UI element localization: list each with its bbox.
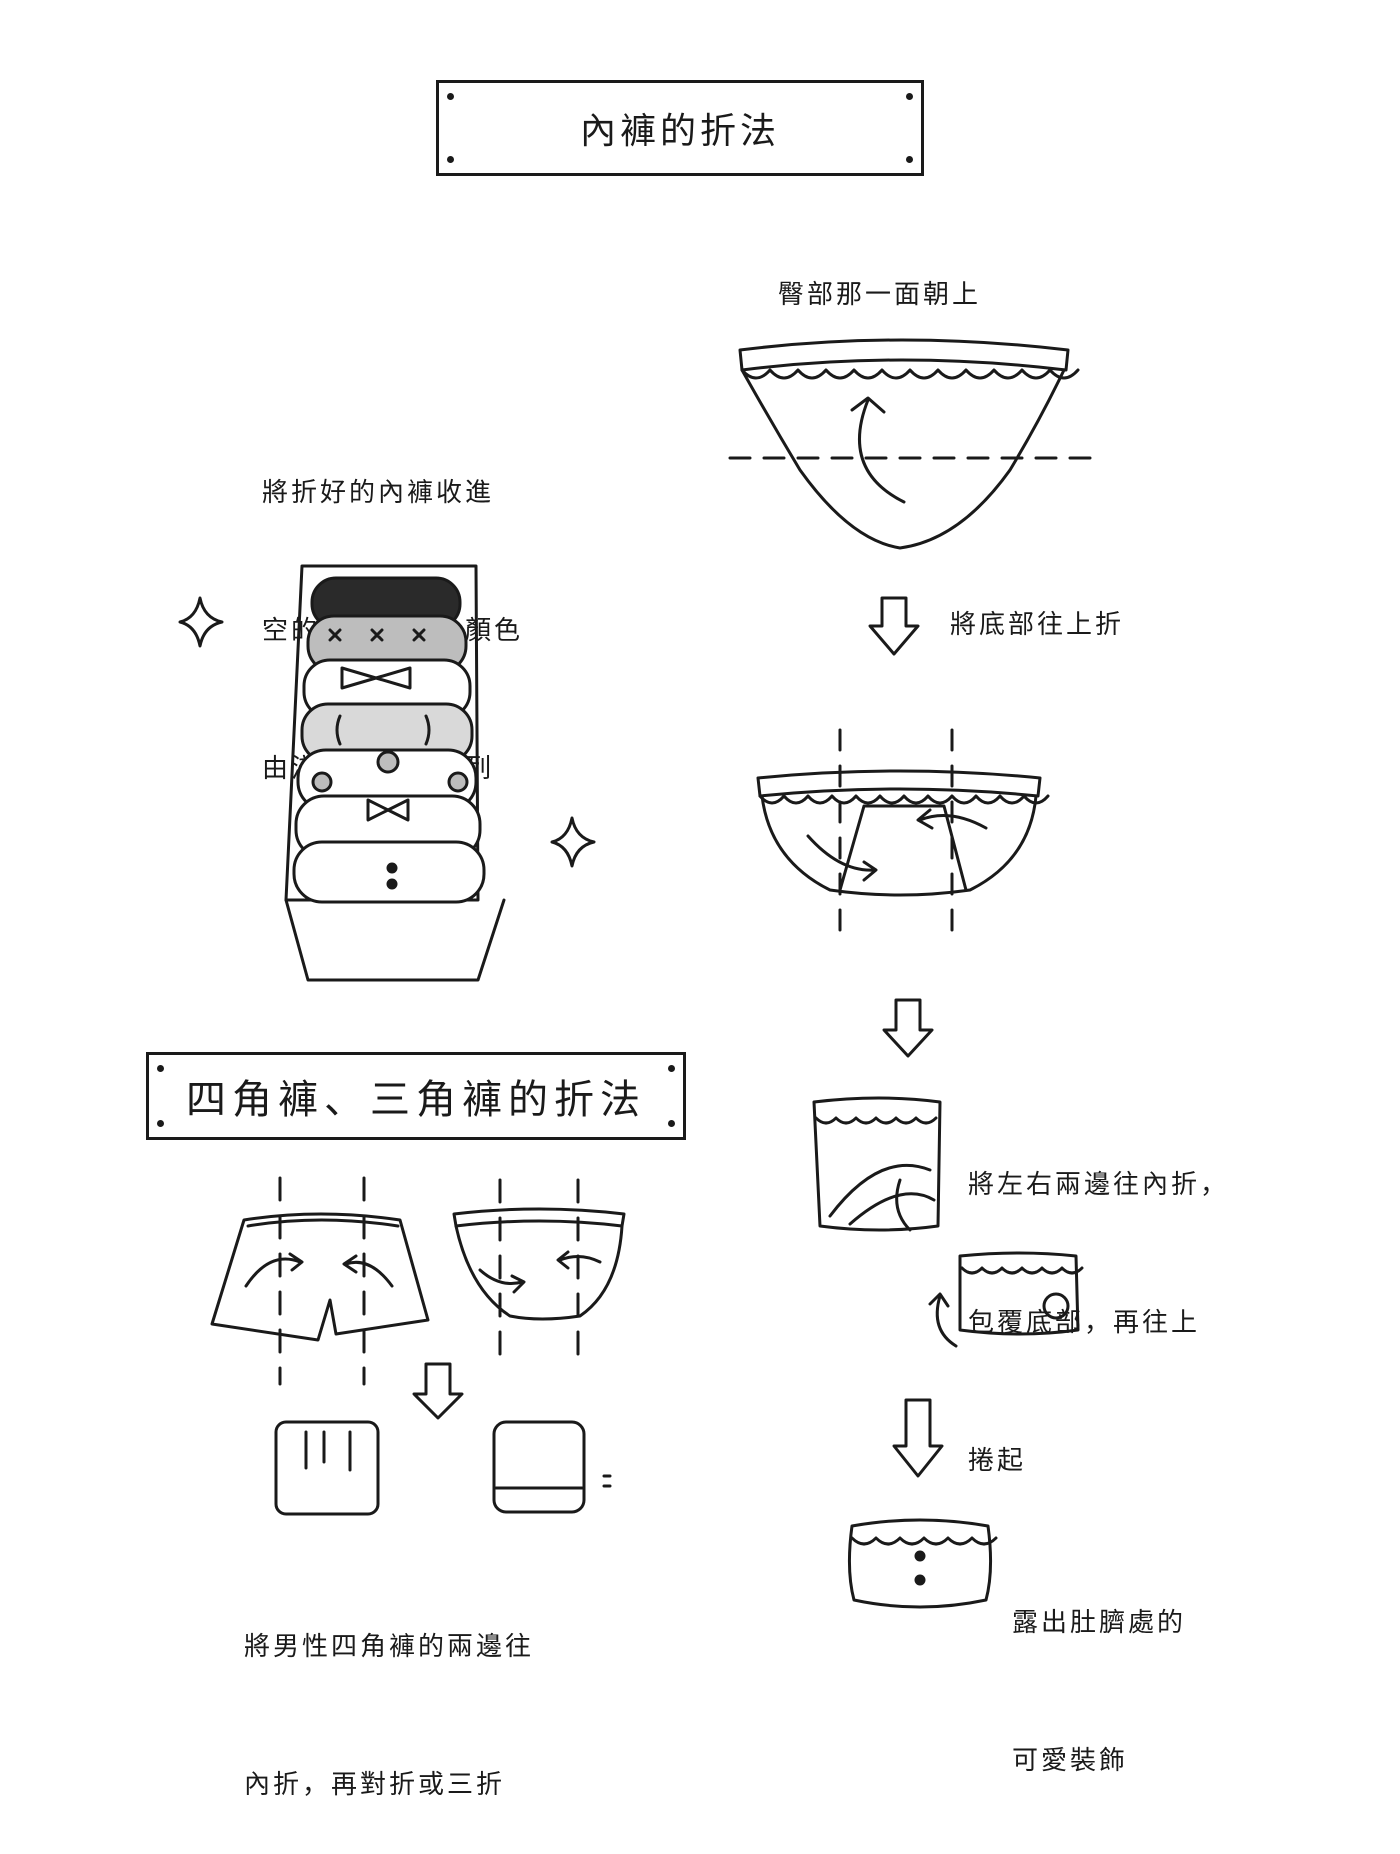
folded-briefs-illustration <box>494 1422 610 1512</box>
sparkle-icon <box>552 818 594 866</box>
boxers-illustration <box>212 1178 428 1384</box>
briefs-roll-illustration <box>930 1253 1082 1346</box>
sparkle-icon <box>180 598 222 646</box>
briefs-step3-illustration <box>814 1098 940 1230</box>
curved-arrow-icon <box>859 400 904 502</box>
arrow-down-icon <box>870 598 918 654</box>
arrow-down-icon <box>414 1364 462 1418</box>
show-navel-line: 可愛裝飾 <box>1012 1738 1186 1784</box>
illustrations <box>0 0 1400 1661</box>
briefs-illustration <box>454 1180 624 1356</box>
arrow-down-icon <box>884 1000 932 1056</box>
boxers-note-line: 內折，再對折或三折 <box>244 1762 534 1808</box>
arrow-down-icon <box>894 1400 942 1476</box>
tissue-box-illustration <box>286 566 504 980</box>
briefs-final-illustration <box>849 1520 996 1607</box>
briefs-step2-illustration <box>758 730 1048 940</box>
folded-boxers-illustration <box>276 1422 378 1514</box>
briefs-step1-illustration <box>730 340 1092 548</box>
